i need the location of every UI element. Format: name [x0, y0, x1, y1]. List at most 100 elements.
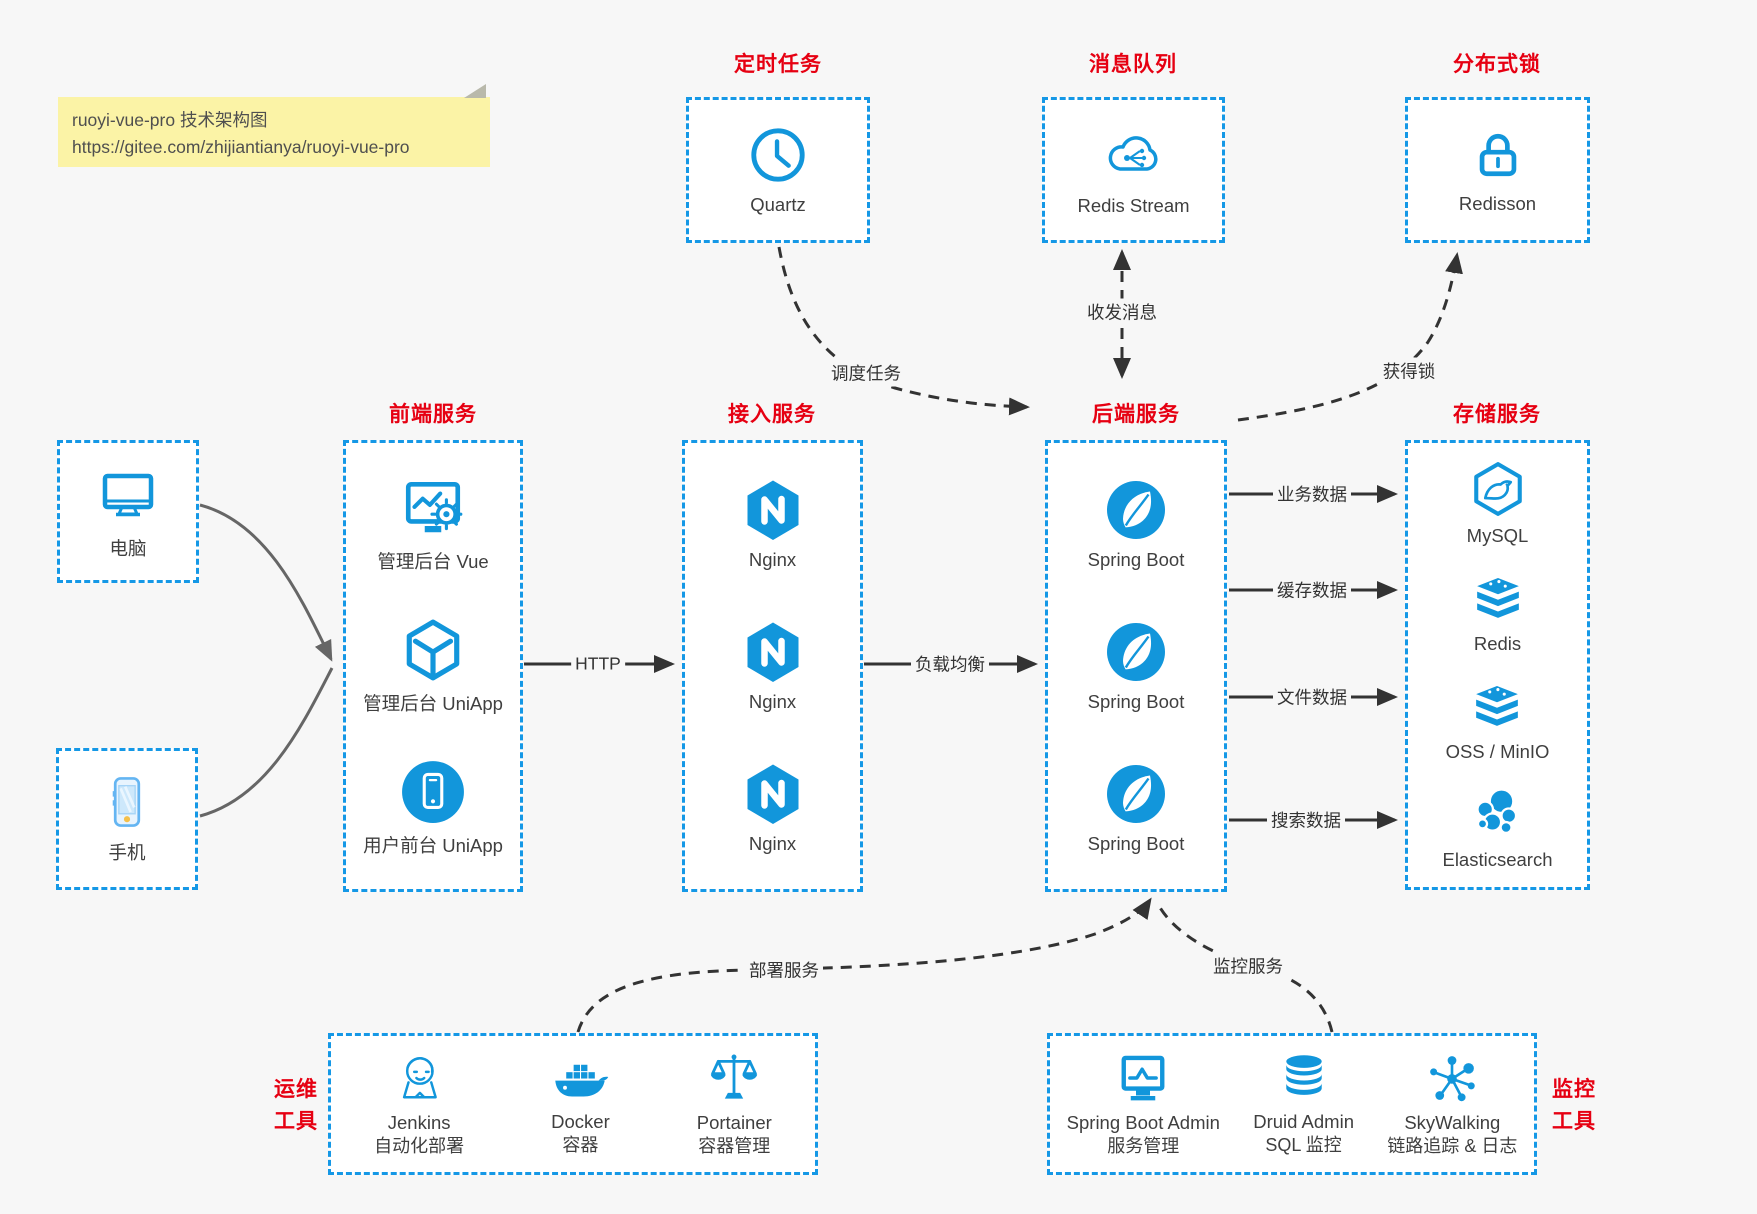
- node-docker: Docker 容器: [550, 1051, 610, 1157]
- clock-icon: [747, 124, 809, 186]
- redis-stack-icon: [1469, 568, 1527, 626]
- node-label-nginx-2: Nginx: [748, 690, 797, 712]
- node-mysql: MySQL: [1467, 460, 1528, 547]
- node-sublabel-docker: 容器: [562, 1135, 599, 1155]
- group-title-monitor: 监控 工具: [1552, 1074, 1596, 1137]
- node-label-jenkins: Jenkins: [387, 1112, 451, 1133]
- curve-acquire-lock: [1237, 252, 1463, 422]
- nginx-icon: [741, 762, 805, 826]
- group-title-monitor-line2: 工具: [1552, 1109, 1596, 1133]
- node-sublabel-spring-boot-admin: 服务管理: [1107, 1136, 1180, 1156]
- uniapp-cube-icon: [400, 617, 466, 683]
- node-label-spring-boot-admin: Spring Boot Admin: [1066, 1112, 1220, 1133]
- box-frontend-services: 管理后台 Vue 管理后台 UniApp 用户前台 UniApp: [343, 440, 523, 892]
- group-title-storage: 存储服务: [1453, 403, 1541, 426]
- wire-computer-to-frontend: [199, 503, 333, 662]
- edge-label-messages: 收发消息: [1083, 298, 1161, 326]
- edge-label-schedule: 调度任务: [827, 359, 905, 387]
- message-cloud-icon: [1102, 123, 1166, 187]
- group-title-ops-line2: 工具: [274, 1109, 318, 1133]
- node-jenkins: Jenkins 自动化部署: [374, 1050, 464, 1158]
- edge-label-load-balance: 负载均衡: [911, 650, 989, 678]
- node-spring-boot-admin: Spring Boot Admin 服务管理: [1067, 1050, 1220, 1158]
- group-title-lock: 分布式锁: [1453, 53, 1541, 76]
- box-redisson: Redisson: [1405, 97, 1590, 243]
- node-druid: Druid Admin SQL 监控: [1253, 1051, 1354, 1157]
- box-gateway-services: Nginx Nginx Nginx: [682, 440, 863, 892]
- group-title-scheduler: 定时任务: [734, 53, 822, 76]
- box-quartz: Quartz: [686, 97, 870, 243]
- spring-boot-admin-icon: [1115, 1050, 1171, 1106]
- edge-label-http: HTTP: [571, 652, 625, 676]
- spring-boot-icon: [1104, 620, 1168, 684]
- node-label-nginx-3: Nginx: [748, 832, 797, 854]
- box-redis-stream: Redis Stream: [1042, 97, 1225, 243]
- box-backend-services: Spring Boot Spring Boot Spring Boot: [1045, 440, 1227, 892]
- node-label-druid: Druid Admin: [1253, 1111, 1354, 1132]
- note-url: https://gitee.com/zhijiantianya/ruoyi-vu…: [72, 137, 410, 158]
- node-spring-boot-1: Spring Boot: [1088, 478, 1184, 571]
- node-label-oss-minio: OSS / MinIO: [1445, 740, 1550, 762]
- node-redis: Redis: [1469, 568, 1527, 655]
- group-title-frontend: 前端服务: [389, 403, 477, 426]
- node-sublabel-skywalking: 链路追踪 & 日志: [1387, 1136, 1518, 1156]
- node-label-quartz: Quartz: [750, 194, 806, 215]
- group-title-gateway: 接入服务: [728, 403, 816, 426]
- node-label-docker: Docker: [551, 1111, 610, 1132]
- box-storage-services: MySQL Redis OSS / MinIO Elasticsearch: [1405, 440, 1590, 890]
- edge-label-acquire-lock: 获得锁: [1378, 357, 1440, 385]
- node-nginx-2: Nginx: [741, 620, 805, 713]
- edge-label-cache-data: 缓存数据: [1273, 576, 1351, 604]
- jenkins-icon: [391, 1050, 447, 1106]
- computer-icon: [96, 463, 160, 527]
- node-label-admin-uniapp: 管理后台 UniApp: [363, 692, 503, 714]
- node-user-uniapp: 用户前台 UniApp: [363, 759, 503, 858]
- user-app-icon: [400, 759, 466, 825]
- group-title-backend: 后端服务: [1092, 403, 1180, 426]
- group-title-ops: 运维 工具: [274, 1074, 318, 1137]
- druid-database-icon: [1277, 1051, 1331, 1105]
- edge-label-monitor: 监控服务: [1209, 952, 1287, 980]
- node-nginx-3: Nginx: [741, 762, 805, 855]
- note-title: ruoyi-vue-pro 技术架构图: [72, 110, 268, 130]
- node-label-phone: 手机: [108, 842, 146, 863]
- curve-deploy: [576, 897, 1152, 1033]
- node-label-skywalking: SkyWalking: [1404, 1112, 1501, 1133]
- group-title-monitor-line1: 监控: [1552, 1078, 1596, 1101]
- node-oss-minio: OSS / MinIO: [1445, 676, 1550, 763]
- node-sublabel-druid: SQL 监控: [1265, 1135, 1342, 1155]
- node-elasticsearch: Elasticsearch: [1442, 784, 1553, 871]
- edge-label-deploy: 部署服务: [745, 956, 823, 984]
- group-title-ops-line1: 运维: [274, 1078, 318, 1101]
- node-label-spring-boot-3: Spring Boot: [1087, 832, 1185, 854]
- spring-boot-icon: [1104, 478, 1168, 542]
- edge-label-file-data: 文件数据: [1273, 683, 1351, 711]
- node-label-user-uniapp: 用户前台 UniApp: [363, 834, 503, 856]
- node-label-spring-boot-2: Spring Boot: [1087, 690, 1185, 712]
- node-sublabel-jenkins: 自动化部署: [374, 1136, 465, 1156]
- node-label-admin-vue: 管理后台 Vue: [377, 550, 489, 572]
- box-phone: 手机: [56, 748, 198, 890]
- edge-label-biz-data: 业务数据: [1273, 480, 1351, 508]
- lock-icon: [1468, 125, 1528, 185]
- oss-stack-icon: [1468, 676, 1526, 734]
- admin-vue-icon: [400, 475, 466, 541]
- box-monitor-tools: Spring Boot Admin 服务管理 Druid Admin SQL 监…: [1047, 1033, 1537, 1175]
- node-spring-boot-3: Spring Boot: [1087, 762, 1185, 855]
- node-label-computer: 电脑: [109, 537, 147, 559]
- node-label-elasticsearch: Elasticsearch: [1442, 848, 1553, 870]
- phone-icon: [98, 773, 156, 831]
- node-label-redis-stream: Redis Stream: [1077, 195, 1190, 216]
- group-title-mq: 消息队列: [1089, 53, 1177, 76]
- node-label-nginx-1: Nginx: [748, 548, 797, 570]
- node-skywalking: SkyWalking 链路追踪 & 日志: [1387, 1050, 1517, 1158]
- node-spring-boot-2: Spring Boot: [1087, 620, 1185, 713]
- node-admin-uniapp: 管理后台 UniApp: [363, 617, 503, 716]
- box-computer: 电脑: [57, 440, 199, 583]
- node-admin-vue: 管理后台 Vue: [377, 475, 489, 574]
- node-nginx-1: Nginx: [741, 478, 805, 571]
- spring-boot-icon: [1104, 762, 1168, 826]
- skywalking-icon: [1424, 1050, 1480, 1106]
- elasticsearch-icon: [1468, 784, 1526, 842]
